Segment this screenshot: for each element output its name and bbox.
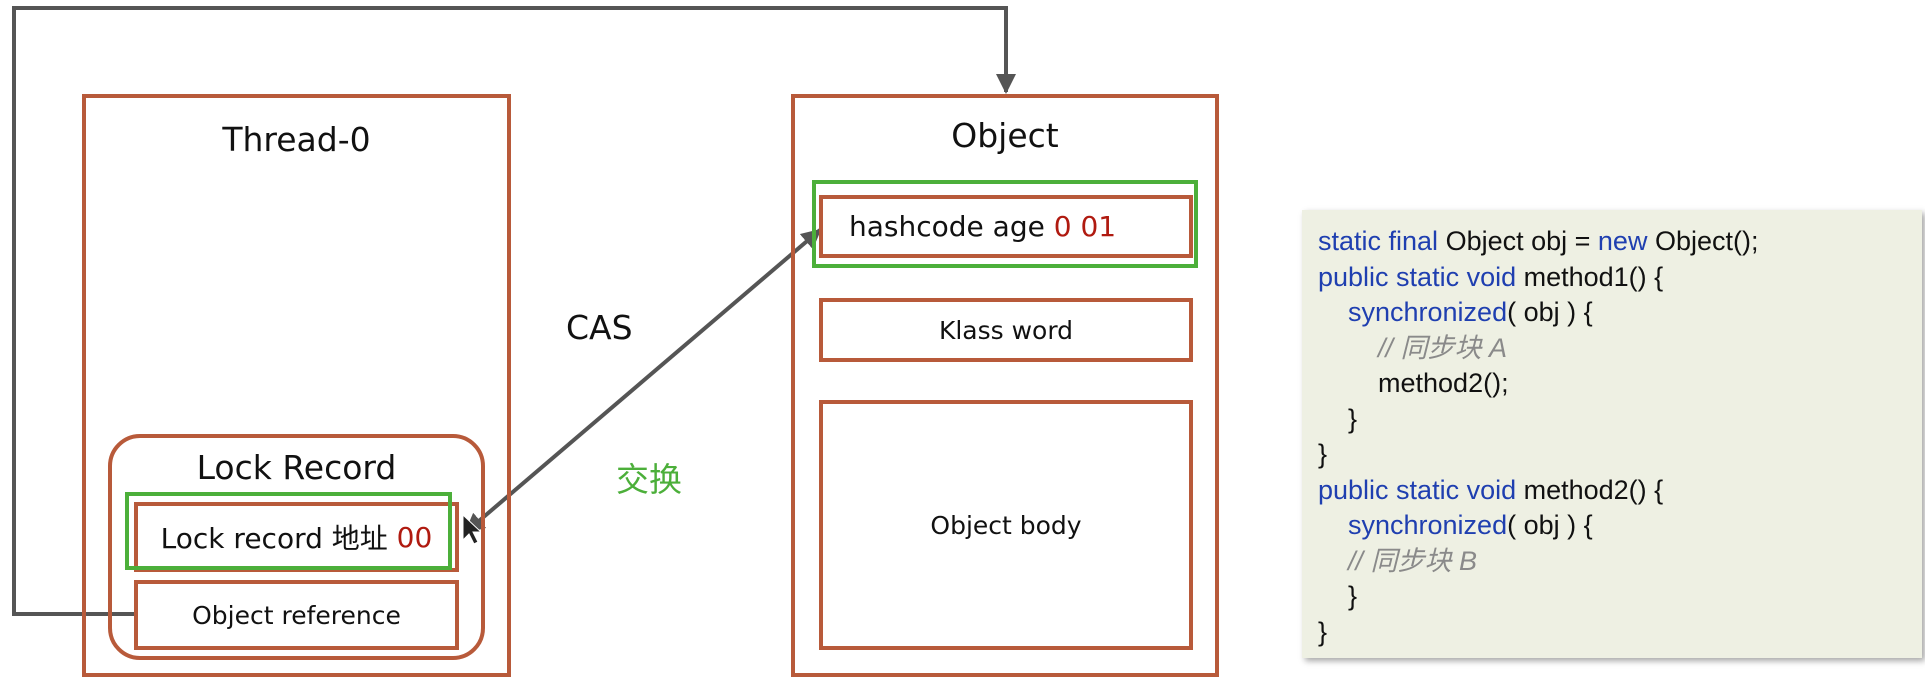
code-comment-line: // 同步块 A	[1318, 332, 1508, 363]
code-line: }	[1318, 403, 1358, 434]
swap-label: 交换	[616, 460, 682, 499]
code-line: method2();	[1318, 368, 1509, 398]
lock-record-address-bits: 00	[396, 520, 433, 554]
object-frame	[791, 94, 1219, 677]
code-line: }	[1318, 581, 1358, 611]
code-line: public static void method1() {	[1318, 261, 1664, 292]
object-header-label: hashcode age	[849, 210, 1045, 243]
cas-label: CAS	[566, 308, 633, 347]
thread-title: Thread-0	[222, 120, 371, 159]
code-line: }	[1318, 439, 1328, 469]
code-line: synchronized( obj ) {	[1318, 297, 1593, 327]
code-line: }	[1318, 616, 1328, 647]
object-body-cell: Object body	[819, 400, 1193, 650]
thread-frame	[82, 94, 511, 677]
code-line: public static void method2() {	[1318, 474, 1664, 505]
lock-record-title: Lock Record	[196, 448, 397, 487]
klass-word-cell: Klass word	[819, 298, 1193, 362]
code-line: synchronized( obj ) {	[1318, 510, 1593, 540]
object-reference-cell: Object reference	[134, 580, 459, 650]
object-header-bits: 0 01	[1053, 210, 1117, 243]
code-line: static final Object obj = new Object();	[1318, 226, 1759, 256]
code-comment-line: // 同步块 B	[1318, 545, 1478, 576]
object-title: Object	[951, 116, 1059, 155]
code-panel: static final Object obj = new Object(); …	[1302, 210, 1922, 658]
lock-record-address-label: Lock record 地址	[160, 522, 388, 555]
lock-record-frame	[108, 434, 485, 660]
object-header-highlight	[812, 180, 1198, 268]
lock-record-address-highlight	[125, 492, 452, 570]
lock-record-address-cell: Lock record 地址 00	[134, 502, 459, 572]
object-header-cell: hashcode age 0 01	[819, 195, 1193, 258]
